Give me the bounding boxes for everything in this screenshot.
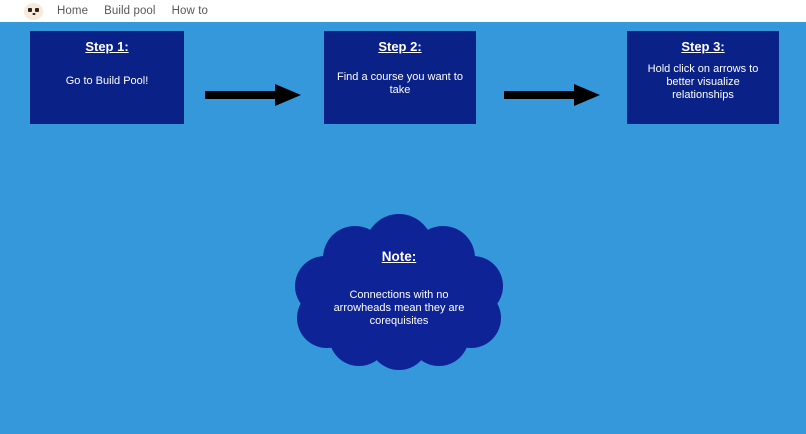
nav-link-how-to[interactable]: How to xyxy=(171,5,208,17)
step-box-1[interactable]: Step 1: Go to Build Pool! xyxy=(30,31,184,124)
cloud-shape-icon xyxy=(295,214,503,370)
step-box-3[interactable]: Step 3: Hold click on arrows to better v… xyxy=(627,31,779,124)
step-2-title: Step 2: xyxy=(378,39,422,54)
logo-left-eye-icon xyxy=(28,7,32,12)
flowchart-canvas: Step 1: Go to Build Pool! Step 2: Find a… xyxy=(0,22,806,434)
note-title: Note: xyxy=(381,249,417,264)
nav-link-home[interactable]: Home xyxy=(57,5,89,17)
step-3-body: Hold click on arrows to better visualize… xyxy=(647,63,759,101)
note-body: Connections with no arrowheads mean they… xyxy=(333,289,465,327)
step-1-body: Go to Build Pool! xyxy=(65,75,149,87)
note-cloud-shape[interactable]: Note: Connections with no arrowheads mea… xyxy=(291,210,507,370)
nav-link-build-pool[interactable]: Build pool xyxy=(104,5,156,17)
note-content: Note: Connections with no arrowheads mea… xyxy=(291,248,507,328)
step-2-body: Find a course you want to take xyxy=(337,71,463,96)
right-arrow-icon-1 xyxy=(205,82,301,108)
right-arrow-icon-2 xyxy=(504,82,600,108)
logo-mouth-icon xyxy=(32,12,35,15)
step-box-2[interactable]: Step 2: Find a course you want to take xyxy=(324,31,476,124)
face-logo-icon[interactable] xyxy=(24,2,43,20)
top-navbar: Home Build pool How to xyxy=(0,0,806,22)
step-3-title: Step 3: xyxy=(681,39,725,54)
logo-right-eye-icon xyxy=(35,7,39,12)
step-1-title: Step 1: xyxy=(85,39,129,54)
